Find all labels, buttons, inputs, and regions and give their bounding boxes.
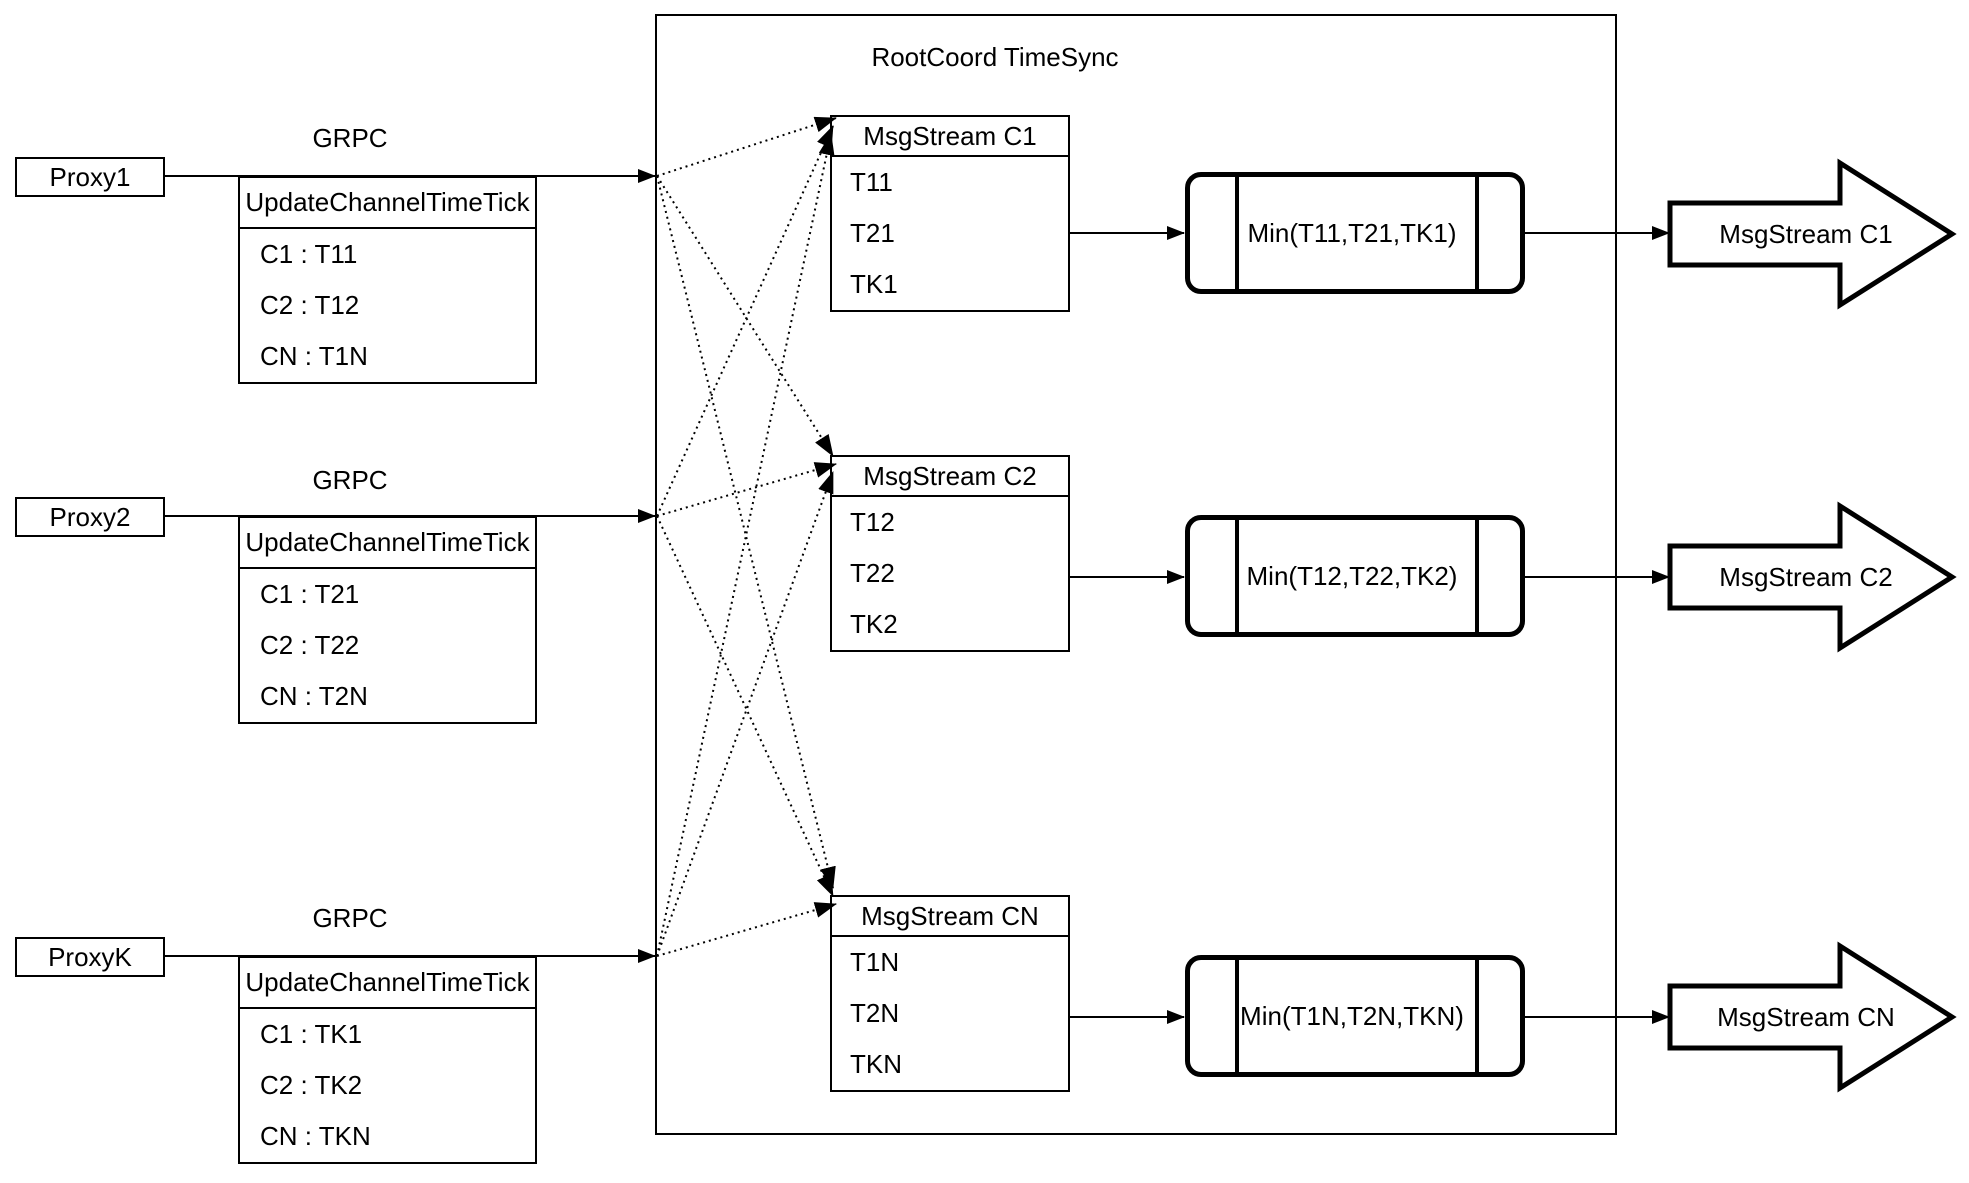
table-header: UpdateChannelTimeTick	[240, 958, 535, 1009]
msgstream-table-cn: MsgStream CN T1N T2N TKN	[830, 895, 1070, 1092]
table-header: UpdateChannelTimeTick	[240, 518, 535, 569]
table-row: C2 : T12	[260, 290, 360, 320]
stream-row: T22	[850, 558, 895, 588]
stream-header: MsgStream C1	[832, 117, 1068, 157]
min-label: Min(T11,T21,TK1)	[1247, 217, 1457, 248]
min-label: Min(T12,T22,TK2)	[1246, 560, 1458, 591]
table-header: UpdateChannelTimeTick	[240, 178, 535, 229]
table-row: C1 : TK1	[260, 1019, 363, 1049]
table-row: CN : T1N	[260, 341, 368, 371]
timetick-table-1: UpdateChannelTimeTick C1 : T11 C2 : T12 …	[238, 176, 537, 384]
stream-row: T2N	[850, 998, 900, 1028]
timetick-table-3: UpdateChannelTimeTick C1 : TK1 C2 : TK2 …	[238, 956, 537, 1164]
stream-row: TK1	[850, 269, 898, 299]
divider	[1235, 960, 1239, 1072]
min-box-c1: Min(T11,T21,TK1)	[1185, 172, 1525, 294]
proxy2-box: Proxy2	[15, 497, 165, 537]
output-arrow-labels: MsgStream C1 MsgStream C2 MsgStream CN	[1717, 219, 1895, 1032]
grpc-label-2: GRPC	[312, 465, 388, 495]
min-box-cn: Min(T1N,T2N,TKN)	[1185, 955, 1525, 1077]
stream-row: TKN	[850, 1049, 902, 1079]
stream-header: MsgStream CN	[832, 897, 1068, 937]
divider	[1475, 960, 1479, 1072]
msgstream-table-c1: MsgStream C1 T11 T21 TK1	[830, 115, 1070, 312]
stream-row: T21	[850, 218, 895, 248]
stream-header: MsgStream C2	[832, 457, 1068, 497]
table-row: CN : TKN	[260, 1121, 371, 1151]
divider	[1235, 177, 1239, 289]
table-row: C2 : TK2	[260, 1070, 363, 1100]
msgstream-table-c2: MsgStream C2 T12 T22 TK2	[830, 455, 1070, 652]
timetick-table-2: UpdateChannelTimeTick C1 : T21 C2 : T22 …	[238, 516, 537, 724]
output-arrow-shapes	[1667, 158, 1957, 1093]
stream-row: T1N	[850, 947, 900, 977]
output-arrow-c1	[1667, 158, 1957, 310]
grpc-label-1: GRPC	[312, 123, 388, 153]
divider	[1475, 177, 1479, 289]
min-box-c2: Min(T12,T22,TK2)	[1185, 515, 1525, 637]
rootcoord-box	[655, 14, 1617, 1135]
divider	[1235, 520, 1239, 632]
output-arrow-c2	[1667, 501, 1957, 653]
rootcoord-title: RootCoord TimeSync	[871, 42, 1119, 72]
grpc-label-3: GRPC	[312, 903, 388, 933]
min-label: Min(T1N,T2N,TKN)	[1240, 1000, 1464, 1031]
divider	[1475, 520, 1479, 632]
table-row: C1 : T21	[260, 579, 360, 609]
table-row: C2 : T22	[260, 630, 360, 660]
table-row: CN : T2N	[260, 681, 368, 711]
output-label-cn: MsgStream CN	[1717, 1002, 1895, 1032]
table-row: C1 : T11	[260, 239, 358, 269]
stream-row: TK2	[850, 609, 898, 639]
proxy1-box: Proxy1	[15, 157, 165, 197]
output-label-c1: MsgStream C1	[1719, 219, 1892, 249]
output-arrow-cn	[1667, 941, 1957, 1093]
stream-row: T12	[850, 507, 895, 537]
stream-row: T11	[850, 167, 893, 197]
proxyk-box: ProxyK	[15, 937, 165, 977]
output-label-c2: MsgStream C2	[1719, 562, 1892, 592]
